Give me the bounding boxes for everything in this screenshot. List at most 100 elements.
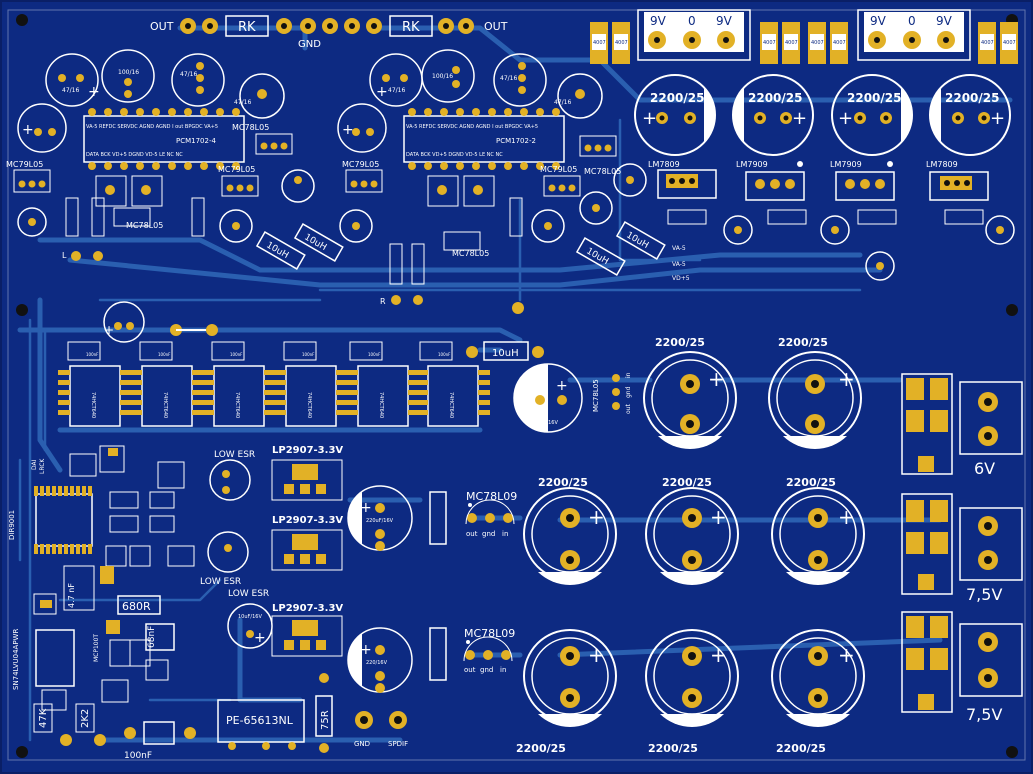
inductor-10uh-mid: 10uH: [466, 341, 544, 361]
svg-text:out: out: [466, 530, 478, 538]
rectifier-block-7v5-b: 7,5V: [901, 611, 1023, 724]
r2k2-label: 2K2: [80, 709, 91, 728]
diode-5: 4007: [808, 22, 826, 64]
svg-text:100nF: 100nF: [86, 352, 99, 357]
cap-47-16-c: 47/16: [234, 73, 285, 119]
r75-label: 75R: [320, 710, 331, 730]
gnd-label: GND: [298, 39, 321, 50]
svg-text:100/16: 100/16: [118, 69, 139, 76]
svg-text:10uF/16V: 10uF/16V: [238, 614, 262, 620]
ldo-section: LOW ESR LP2907-3.3V LP2907-3.3V LOW ESR …: [200, 445, 517, 693]
svg-text:+: +: [376, 84, 388, 100]
svg-text:out: out: [464, 666, 476, 674]
svg-text:LM7909: LM7909: [830, 160, 862, 169]
svg-text:+: +: [990, 108, 1005, 129]
diode-1: 4007: [590, 22, 608, 64]
r75-box: [315, 695, 333, 737]
out-right-label: OUT: [484, 20, 508, 33]
svg-text:+: +: [360, 500, 372, 516]
mc78l05-top-left-label: MC78L05: [232, 123, 269, 132]
dac-right-pads: [408, 108, 560, 170]
supply-caps: 2200/25 + 2200/25 + 2200/25 +: [516, 336, 865, 755]
r2k2-box: [75, 703, 95, 733]
cap-2200-row1-b: 2200/25 +: [768, 336, 862, 449]
regulator-lm7909-2: LM7909: [830, 160, 895, 201]
svg-text:2200/25: 2200/25: [655, 336, 705, 349]
svg-text:4007: 4007: [833, 40, 846, 46]
svg-text:100/16: 100/16: [432, 73, 453, 80]
dac-right-section: 47/16+ 100/16 47/16 47/16 + VA-5 REFDC S…: [337, 49, 690, 314]
dac-right-name: PCM1702-2: [496, 137, 536, 145]
c47p-label: 4.7 nF: [67, 583, 76, 608]
mc79l05-left-label: MC79L05: [6, 160, 43, 169]
dac-left-pins-top: VA-5 REFDC SERVDC AGND AGND I out BPGDC …: [86, 124, 218, 130]
svg-text:4007: 4007: [981, 40, 994, 46]
svg-text:+: +: [342, 122, 354, 138]
svg-text:+: +: [838, 367, 855, 391]
svg-text:LM7809: LM7809: [926, 160, 958, 169]
voltage-7v5-a-label: 7,5V: [966, 585, 1002, 604]
svg-text:+: +: [710, 643, 727, 667]
svg-text:0: 0: [908, 14, 916, 28]
svg-text:2200/25: 2200/25: [748, 91, 802, 105]
label-r: R: [380, 297, 386, 306]
cap-right-small: +: [337, 103, 387, 153]
svg-text:74HCT640: 74HCT640: [448, 392, 454, 418]
dir9001-label: DIR9001: [8, 510, 16, 540]
transformer-connector-left: 9V 0 9V: [637, 9, 751, 61]
r47k-box: [33, 703, 53, 733]
cap-10-16-left: [17, 207, 47, 237]
svg-text:4007: 4007: [811, 40, 824, 46]
board-outline: [7, 9, 1026, 761]
svg-text:2200/25: 2200/25: [786, 476, 836, 489]
mc78l09-b: MC78L09 out gnd in: [463, 627, 515, 674]
rail-va5-2: VA-5: [672, 261, 686, 268]
dac-left-chip: [83, 115, 245, 163]
r680-box: [117, 595, 161, 615]
cap-2200-top-4: 2200/25 +: [929, 74, 1011, 156]
cap-low-esr-1: [209, 459, 251, 501]
svg-text:+: +: [556, 378, 568, 394]
svg-text:+: +: [104, 323, 114, 337]
svg-text:+: +: [708, 367, 725, 391]
cap-220uf-a: + 220uF/16V: [347, 485, 413, 551]
svg-text:0: 0: [688, 14, 696, 28]
svg-text:in: in: [500, 666, 506, 674]
mc78l05-top-right-label: MC78L05: [584, 167, 621, 176]
cap-47uf-16v: + 47uF/16V: [513, 363, 583, 433]
svg-text:gnd: gnd: [480, 666, 493, 674]
svg-text:47uF/16V: 47uF/16V: [534, 420, 558, 426]
cap-small-r4: [579, 191, 613, 225]
svg-text:+: +: [710, 505, 727, 529]
svg-text:220/16V: 220/16V: [366, 660, 388, 666]
svg-text:out: out: [625, 404, 632, 414]
svg-text:2200/25: 2200/25: [776, 742, 826, 755]
svg-text:4007: 4007: [1003, 40, 1016, 46]
logic-ic-2: 100nF 74HCT640: [139, 341, 193, 427]
pe65613-label: PE-65613NL: [226, 714, 294, 727]
logic-ic-5: 100nF 74HCT640: [349, 341, 409, 427]
lp2907-2: LP2907-3.3V: [272, 515, 343, 526]
c68n-label: 68nF: [147, 626, 157, 648]
rk-left-box: [225, 15, 269, 37]
dac-right-chip: [403, 115, 565, 163]
diode-7: 4007: [978, 22, 996, 64]
cap-2200-row3-c: + 2200/25: [771, 629, 865, 755]
regulator-lm7909-1: LM7909: [736, 160, 805, 201]
svg-text:100nF: 100nF: [158, 352, 171, 357]
svg-text:+: +: [360, 642, 372, 658]
diode-8: 4007: [1000, 22, 1018, 64]
pe65613-box: [217, 699, 305, 743]
voltage-7v5-b-label: 7,5V: [966, 705, 1002, 724]
svg-text:10uH: 10uH: [492, 348, 519, 359]
svg-text:+: +: [88, 84, 100, 100]
svg-text:74HCT640: 74HCT640: [378, 392, 384, 418]
c100n-label: 100nF: [124, 751, 152, 761]
r47k-label: 47K: [38, 708, 49, 728]
svg-text:+: +: [838, 108, 853, 129]
rail-va5-1: VA-5: [672, 245, 686, 252]
tantal-left: [95, 175, 163, 207]
dac-right-pins-bottom: DATA BCK VD+5 DGND VD-5 LE NC NC: [406, 152, 503, 158]
mc78l05-bottom-right-label: MC78L05: [452, 249, 489, 258]
